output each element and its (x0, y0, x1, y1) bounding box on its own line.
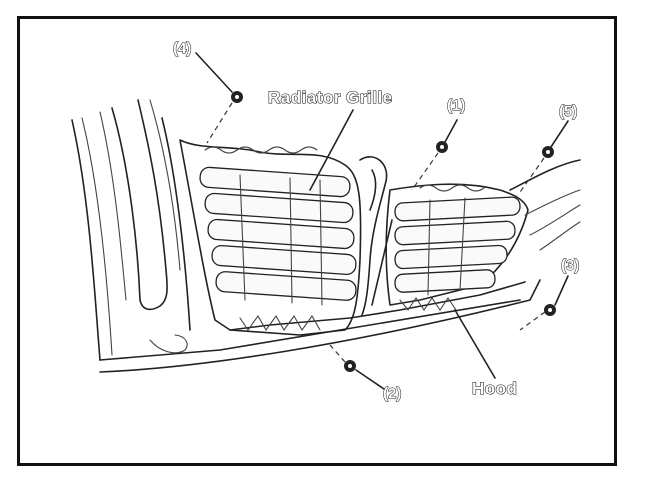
grille-slats-right (394, 196, 521, 296)
body-panel-lines (71, 99, 541, 373)
bolt-3-icon (519, 304, 556, 331)
bolt-1-icon (411, 141, 448, 191)
bolt-2-icon (329, 344, 356, 372)
hood-edge (229, 281, 526, 332)
callout-5: (5) (559, 103, 577, 120)
bolt-5-icon (517, 146, 554, 196)
callout-1: (1) (447, 97, 465, 114)
bolt-4-icon (206, 91, 243, 144)
callout-2: (2) (383, 385, 401, 402)
callout-4: (4) (173, 40, 191, 57)
right-fender-lines (509, 159, 581, 251)
callout-3: (3) (561, 257, 579, 274)
radiator-grille-label: Radiator Grille (268, 88, 393, 107)
grille-shell (179, 139, 529, 336)
grille-slats-left (199, 166, 357, 306)
leader-lines (195, 52, 569, 390)
center-emblem (359, 156, 393, 316)
hood-label: Hood (472, 379, 517, 398)
